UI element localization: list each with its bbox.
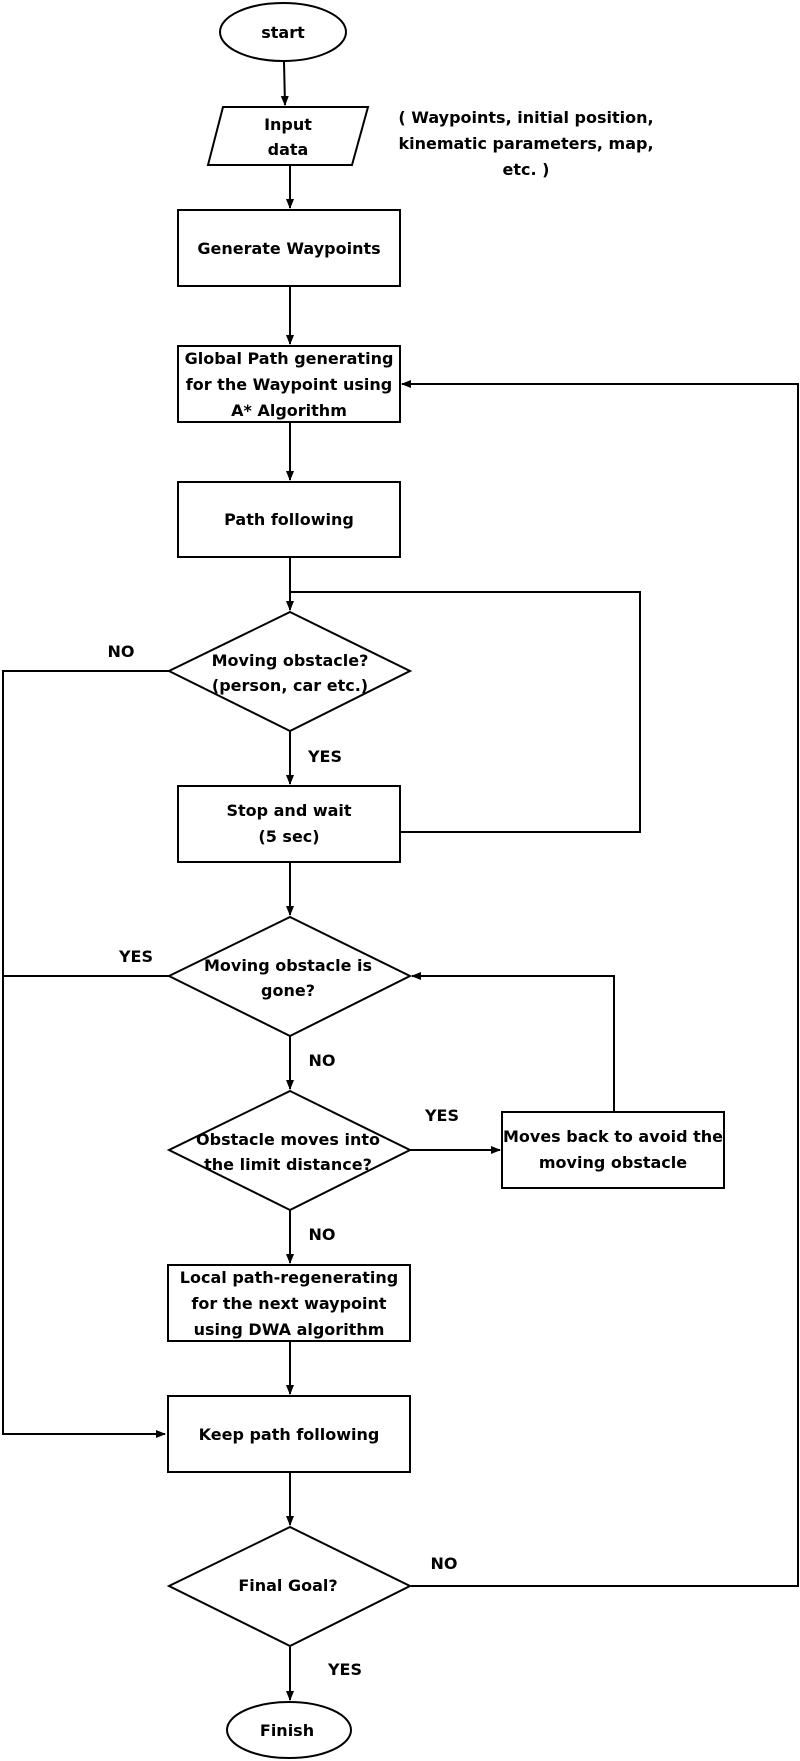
input-note-line3: etc. ): [503, 160, 550, 179]
start-label: start: [261, 23, 305, 42]
moving-obstacle-line1: Moving obstacle?: [212, 651, 369, 670]
limit-no-label: NO: [309, 1225, 336, 1244]
local-path-line1: Local path-regenerating: [180, 1268, 398, 1287]
keep-path-following-label: Keep path following: [199, 1425, 380, 1444]
gone-no-label: NO: [309, 1051, 336, 1070]
moving-no-label: NO: [108, 642, 135, 661]
edge-goal-no-to-global: [401, 380, 799, 1587]
obstacle-gone-decision: Moving obstacle is gone?: [166, 915, 413, 1038]
obstacle-gone-line2: gone?: [261, 981, 315, 1000]
input-note: ( Waypoints, initial position, kinematic…: [398, 108, 653, 179]
limit-distance-line1: Obstacle moves into: [196, 1130, 380, 1149]
connectors: [2, 61, 799, 1701]
limit-distance-line2: the limit distance?: [204, 1155, 372, 1174]
path-following-label: Path following: [224, 510, 354, 529]
moves-back-line2: moving obstacle: [539, 1153, 687, 1172]
stop-and-wait-line2: (5 sec): [258, 827, 319, 846]
edge-start-to-input: [280, 61, 289, 106]
input-label-line1: Input: [264, 115, 312, 134]
goal-yes-label: YES: [327, 1660, 362, 1679]
limit-distance-decision: Obstacle moves into the limit distance?: [166, 1089, 413, 1212]
local-path-line3: using DWA algorithm: [194, 1320, 385, 1339]
moving-obstacle-decision: Moving obstacle? (person, car etc.): [166, 610, 413, 733]
generate-waypoints-label: Generate Waypoints: [197, 239, 380, 258]
global-path-line3: A* Algorithm: [231, 401, 347, 420]
gone-yes-label: YES: [118, 947, 153, 966]
moving-obstacle-line2: (person, car etc.): [212, 676, 368, 695]
final-goal-decision: Final Goal?: [166, 1525, 413, 1648]
local-path-line2: for the next waypoint: [191, 1294, 386, 1313]
edge-moving-no-to-keep: [2, 670, 169, 1438]
final-goal-label: Final Goal?: [238, 1576, 337, 1595]
edge-stop-loop-to-moving: [290, 591, 641, 833]
global-path-line1: Global Path generating: [185, 349, 394, 368]
edge-back-to-gone: [411, 972, 615, 1112]
limit-yes-label: YES: [424, 1106, 459, 1125]
finish-label: Finish: [260, 1721, 314, 1740]
generate-waypoints-node: Generate Waypoints: [177, 209, 401, 287]
input-node: Input data: [206, 106, 370, 166]
stop-and-wait-node: Stop and wait (5 sec): [177, 785, 401, 863]
global-path-line2: for the Waypoint using: [186, 375, 392, 394]
local-path-node: Local path-regenerating for the next way…: [167, 1264, 411, 1342]
keep-path-following-node: Keep path following: [167, 1395, 411, 1473]
edge-labels: NO YES YES NO YES NO NO YES: [108, 642, 460, 1679]
goal-no-label: NO: [431, 1554, 458, 1573]
stop-and-wait-line1: Stop and wait: [226, 801, 351, 820]
input-label-line2: data: [268, 140, 309, 159]
input-note-line1: ( Waypoints, initial position,: [398, 108, 653, 127]
path-following-node: Path following: [177, 481, 401, 558]
moving-yes-label: YES: [307, 747, 342, 766]
global-path-node: Global Path generating for the Waypoint …: [177, 345, 401, 423]
finish-node: Finish: [226, 1701, 352, 1759]
moves-back-node: Moves back to avoid the moving obstacle: [501, 1111, 725, 1189]
start-node: start: [219, 2, 347, 62]
obstacle-gone-line1: Moving obstacle is: [204, 956, 372, 975]
moves-back-line1: Moves back to avoid the: [503, 1127, 723, 1146]
input-note-line2: kinematic parameters, map,: [398, 134, 653, 153]
